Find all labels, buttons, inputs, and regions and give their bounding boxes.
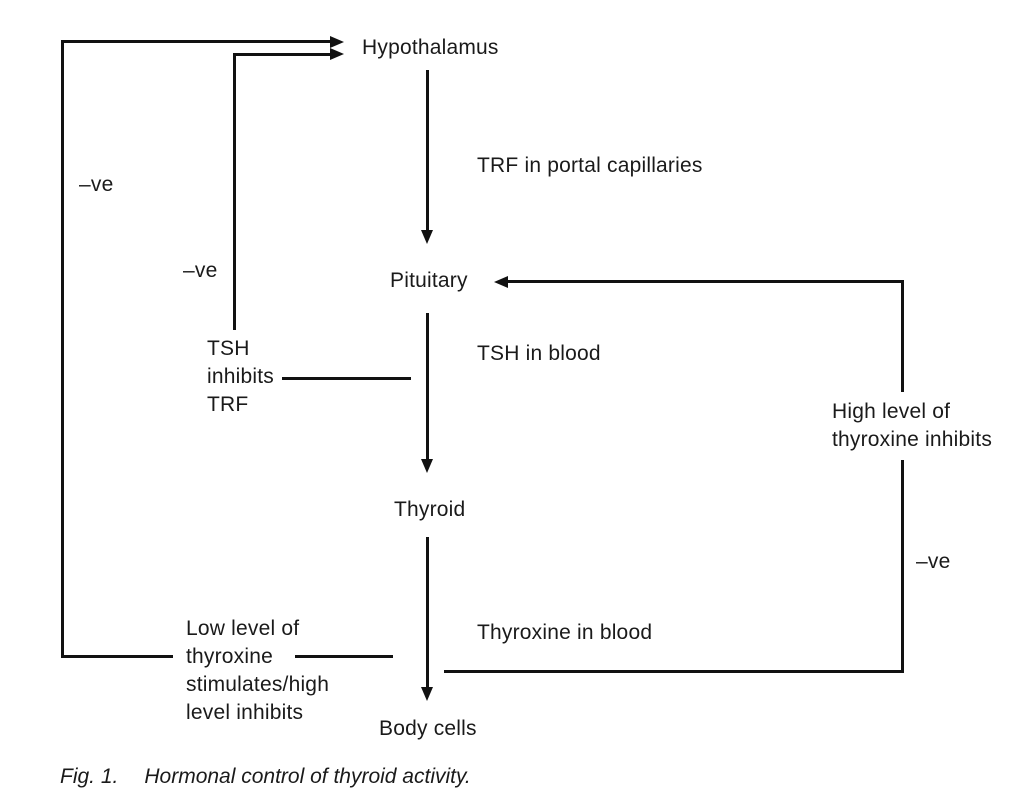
arrow-hypothalamus-to-pituitary-head bbox=[421, 230, 433, 244]
node-hypothalamus: Hypothalamus bbox=[362, 36, 499, 59]
outer-feedback-bottom-line bbox=[61, 655, 173, 658]
label-tsh-inhibits-trf: TSH inhibits TRF bbox=[207, 337, 274, 416]
inner-feedback-top-line bbox=[233, 53, 330, 56]
node-pituitary: Pituitary bbox=[390, 269, 468, 292]
label-thyroxine-in-blood: Thyroxine in blood bbox=[477, 621, 653, 644]
label-trf-portal-capillaries: TRF in portal capillaries bbox=[477, 154, 703, 177]
label-low-level-thyroxine: Low level of thyroxine stimulates/high l… bbox=[186, 617, 330, 724]
label-negative-outer-loop: –ve bbox=[79, 173, 114, 196]
right-feedback-arrowhead bbox=[494, 276, 508, 288]
label-negative-inner-loop: –ve bbox=[183, 259, 218, 282]
right-feedback-vertical-line-upper bbox=[901, 280, 904, 392]
figure-caption: Fig. 1. Hormonal control of thyroid activ… bbox=[60, 765, 471, 789]
label-negative-right-loop: –ve bbox=[916, 550, 951, 573]
inner-feedback-arrowhead bbox=[330, 48, 344, 60]
node-body-cells: Body cells bbox=[379, 717, 477, 740]
figure-title: Hormonal control of thyroid activity. bbox=[144, 765, 471, 788]
arrow-thyroid-to-body-cells-head bbox=[421, 687, 433, 701]
arrow-pituitary-to-thyroid-shaft bbox=[426, 313, 429, 460]
arrow-pituitary-to-thyroid-head bbox=[421, 459, 433, 473]
right-feedback-vertical-line-lower bbox=[901, 460, 904, 673]
inner-feedback-vertical-line bbox=[233, 53, 236, 330]
low-level-label-connector-line bbox=[295, 655, 393, 658]
label-tsh-in-blood: TSH in blood bbox=[477, 342, 601, 365]
outer-feedback-vertical-line bbox=[61, 40, 64, 658]
outer-feedback-arrowhead bbox=[330, 36, 344, 48]
right-feedback-top-line bbox=[508, 280, 904, 283]
right-feedback-bottom-line bbox=[444, 670, 904, 673]
arrow-thyroid-to-body-cells-shaft bbox=[426, 537, 429, 688]
node-thyroid: Thyroid bbox=[394, 498, 466, 521]
figure-number: Fig. 1. bbox=[60, 765, 119, 788]
arrow-hypothalamus-to-pituitary-shaft bbox=[426, 70, 429, 231]
label-high-level-thyroxine: High level of thyroxine inhibits bbox=[832, 400, 993, 451]
outer-feedback-top-line bbox=[61, 40, 330, 43]
tsh-inhibits-label-connector-line bbox=[282, 377, 411, 380]
